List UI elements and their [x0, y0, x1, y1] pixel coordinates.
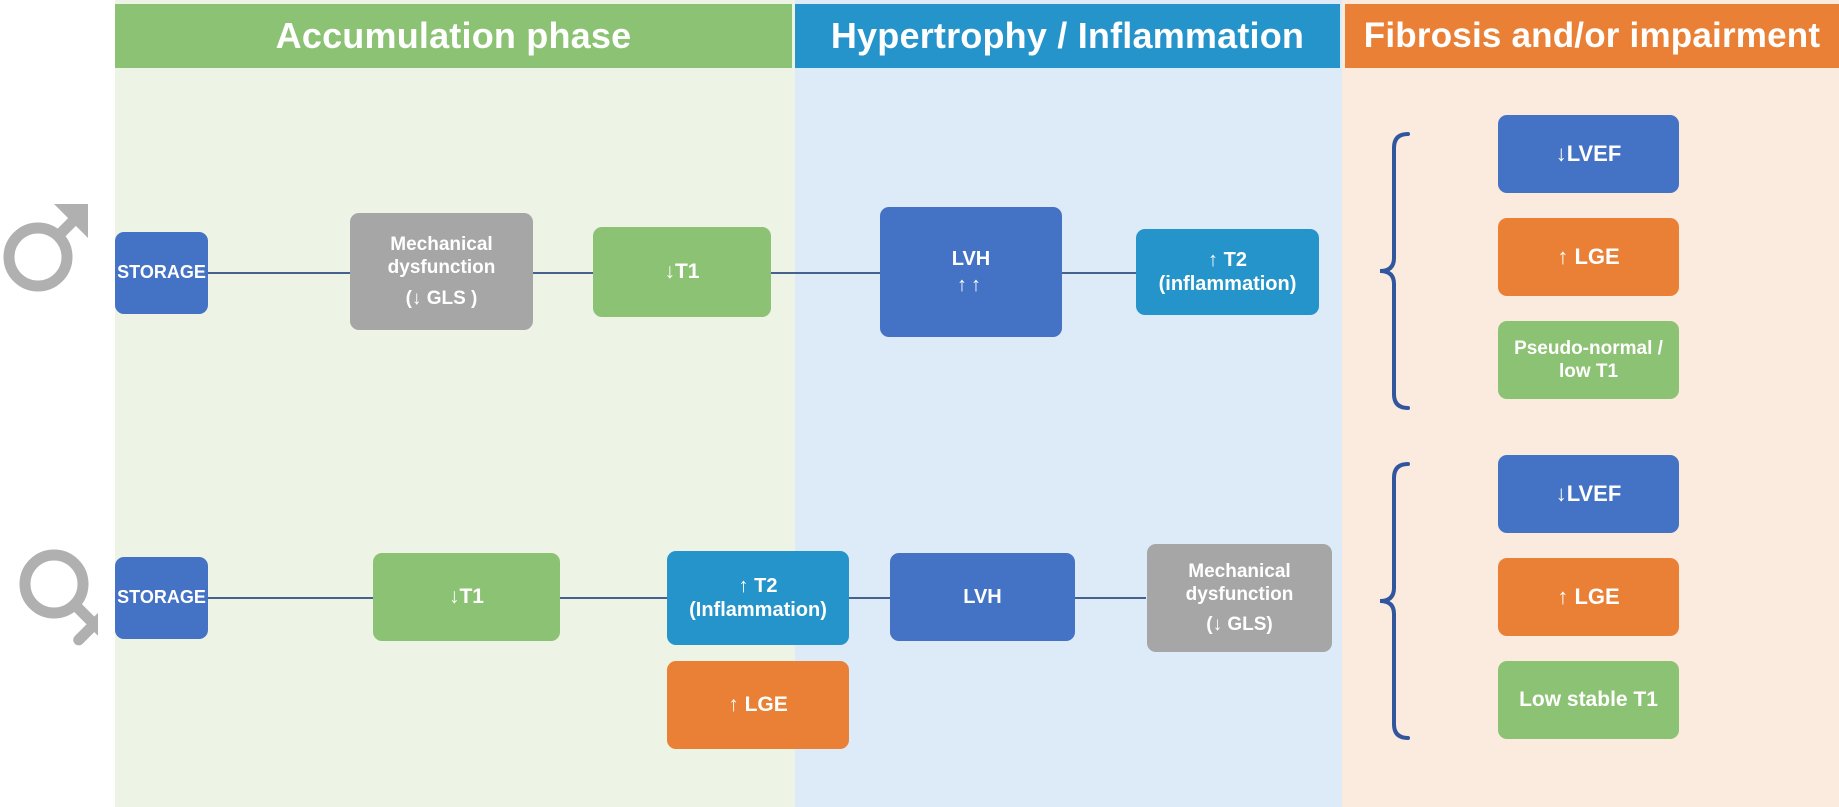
brace-male	[1379, 132, 1410, 410]
connector-m1	[208, 272, 353, 274]
phase-header-accumulation-label: Accumulation phase	[275, 15, 632, 56]
phase-header-hypertrophy-label: Hypertrophy / Inflammation	[830, 15, 1305, 56]
node-f-t1out-line-0: Low stable T1	[1519, 688, 1658, 712]
node-m-lvef-line-0: ↓LVEF	[1555, 140, 1622, 166]
phase-header-fibrosis: Fibrosis and/or impairment	[1345, 4, 1839, 68]
node-m-lvh-line-0: LVH	[951, 247, 991, 270]
node-f-lvef[interactable]: ↓LVEF	[1498, 455, 1679, 533]
node-f-lge-line-0: ↑ LGE	[728, 693, 788, 717]
node-m-lge[interactable]: ↑ LGE	[1498, 218, 1679, 296]
node-f-t1[interactable]: ↓T1	[373, 553, 560, 641]
node-f-lvh-line-0: LVH	[963, 585, 1002, 608]
node-m-t1out-line-1: low T1	[1558, 361, 1619, 382]
node-m-lvh-line-1: ↑↑	[957, 274, 985, 296]
node-m-lge-line-0: ↑ LGE	[1557, 243, 1620, 269]
node-f-t1-line-0: ↓T1	[448, 585, 484, 609]
female-symbol-icon	[19, 549, 98, 646]
connector-f1	[208, 597, 373, 599]
node-m-lvef[interactable]: ↓LVEF	[1498, 115, 1679, 193]
node-m-storage[interactable]: STORAGE	[115, 232, 208, 314]
node-m-lvh[interactable]: LVH ↑↑	[880, 207, 1062, 337]
phase-column-hypertrophy	[795, 0, 1342, 807]
male-symbol-icon	[3, 204, 88, 292]
node-f-t2-line-0: ↑ T2	[738, 574, 778, 597]
node-f-mech-line-0: Mechanical	[1188, 560, 1291, 582]
node-m-mech-line-0: Mechanical	[390, 233, 493, 255]
node-m-t2-line-1: (inflammation)	[1158, 273, 1297, 295]
node-f-lge-outcome[interactable]: ↑ LGE	[1498, 558, 1679, 636]
node-m-pseudo-normal-low-t1[interactable]: Pseudo-normal / low T1	[1498, 321, 1679, 399]
node-m-mechanical-dysfunction[interactable]: Mechanical dysfunction (↓ GLS )	[350, 213, 533, 330]
node-f-storage[interactable]: STORAGE	[115, 557, 208, 639]
node-m-t2-line-0: ↑ T2	[1208, 248, 1247, 271]
node-f-storage-line-0: STORAGE	[117, 587, 206, 608]
node-m-t1out-line-0: Pseudo-normal /	[1514, 337, 1663, 359]
connector-f4	[1074, 597, 1146, 599]
node-f-t2-line-1: (Inflammation)	[689, 599, 827, 621]
node-f-lge-branch[interactable]: ↑ LGE	[667, 661, 849, 749]
connector-f2	[560, 597, 672, 599]
phase-header-hypertrophy: Hypertrophy / Inflammation	[795, 4, 1340, 68]
connector-f3	[848, 597, 890, 599]
node-m-storage-line-0: STORAGE	[117, 262, 206, 283]
node-f-mech-line-2: (↓ GLS)	[1206, 614, 1273, 636]
phase-header-fibrosis-label: Fibrosis and/or impairment	[1363, 16, 1821, 55]
node-m-t2-inflammation[interactable]: ↑ T2 (inflammation)	[1136, 229, 1319, 315]
node-f-mech-line-1: dysfunction	[1185, 583, 1294, 605]
connector-m4	[1060, 272, 1140, 274]
node-m-mech-line-1: dysfunction	[387, 256, 496, 278]
node-m-t1[interactable]: ↓T1	[593, 227, 771, 317]
brace-female	[1379, 462, 1410, 740]
node-f-mechanical-dysfunction[interactable]: Mechanical dysfunction (↓ GLS)	[1147, 544, 1332, 652]
node-f-lgeout-line-0: ↑ LGE	[1557, 583, 1620, 609]
node-m-mech-line-2: (↓ GLS )	[405, 288, 478, 310]
node-f-t2-inflammation[interactable]: ↑ T2 (Inflammation)	[667, 551, 849, 645]
node-f-lvh[interactable]: LVH	[890, 553, 1075, 641]
node-f-low-stable-t1[interactable]: Low stable T1	[1498, 661, 1679, 739]
node-m-t1-line-0: ↓T1	[664, 260, 700, 284]
node-f-lvef-line-0: ↓LVEF	[1555, 480, 1622, 506]
connector-m3	[770, 272, 880, 274]
phase-header-accumulation: Accumulation phase	[115, 4, 792, 68]
